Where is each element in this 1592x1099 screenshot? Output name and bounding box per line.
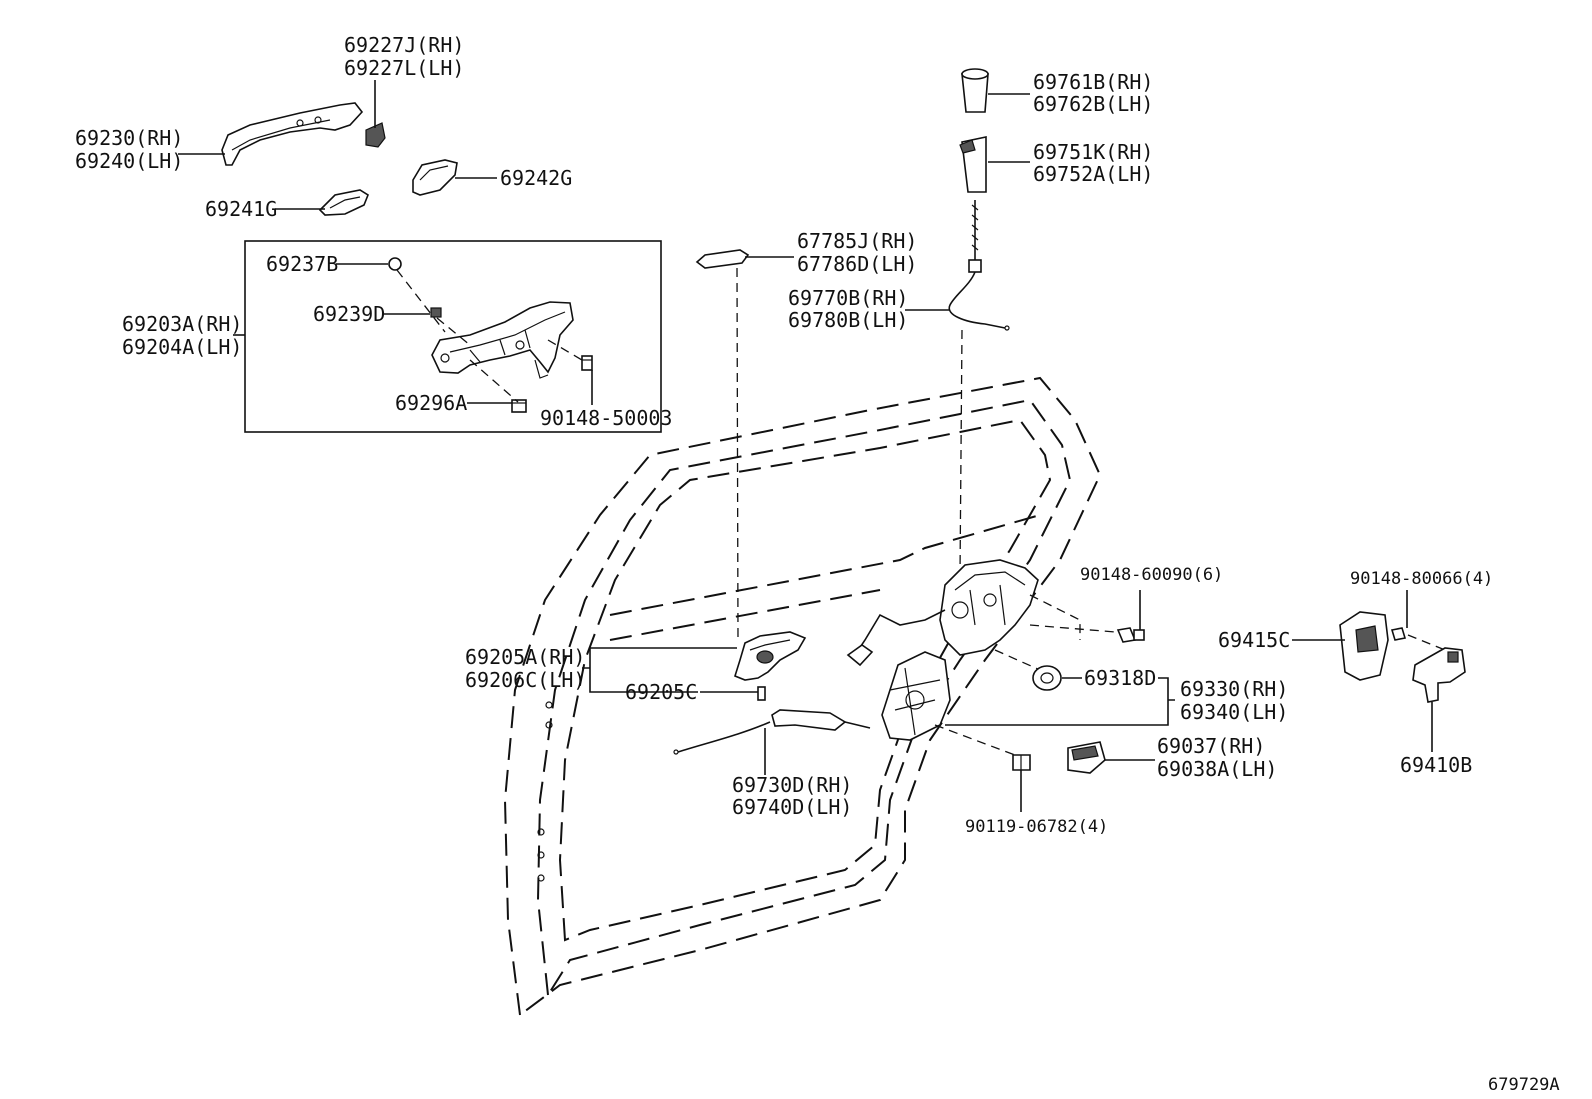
handle-frame (431, 301, 574, 379)
label-69227j: 69227J(RH) (344, 33, 464, 57)
screw-69296a (511, 399, 527, 413)
rod-cable (948, 271, 1010, 331)
door-lock-assembly (846, 559, 1039, 741)
label-67786d: 67786D(LH) (797, 252, 917, 276)
inside-handle (734, 631, 807, 681)
label-90148-50003: 90148-50003 (540, 406, 672, 430)
handle-cover-clip (365, 122, 386, 148)
lock-cover-69037 (1067, 741, 1106, 774)
label-69230: 69230(RH) (75, 126, 183, 150)
label-69203a: 69203A(RH) (122, 312, 242, 336)
label-69241g: 69241G (205, 197, 277, 221)
screw-90119-06782 (1012, 754, 1031, 771)
label-69205a: 69205A(RH) (465, 645, 585, 669)
striker-cover-69415c (1339, 611, 1389, 681)
label-69242g: 69242G (500, 166, 572, 190)
label-69205c: 69205C (625, 680, 697, 704)
striker-69410b (1412, 647, 1466, 703)
inside-handle-cover (695, 249, 750, 269)
handle-pad-front (318, 189, 369, 216)
rod (968, 200, 982, 273)
part-labels: 69227J(RH) 69227L(LH) 69230(RH) 69240(LH… (75, 33, 1560, 1095)
label-69762b: 69762B(LH) (1033, 92, 1153, 116)
handle-pad-rear (412, 159, 458, 196)
inside-cable (673, 709, 871, 755)
label-69410b: 69410B (1400, 753, 1472, 777)
bolt-90148-60090 (1116, 627, 1145, 643)
leader-lines (178, 80, 1433, 812)
label-69761b: 69761B(RH) (1033, 70, 1153, 94)
outside-handle (221, 102, 364, 166)
label-69752a: 69752A(LH) (1033, 162, 1153, 186)
label-69296a: 69296A (395, 391, 467, 415)
label-69340: 69340(LH) (1180, 700, 1288, 724)
handle-frame-box (244, 240, 662, 433)
label-90148-60090: 90148-60090(6) (1080, 565, 1223, 585)
cylinder-cap (961, 68, 989, 113)
label-69239d: 69239D (313, 302, 385, 326)
label-69240: 69240(LH) (75, 149, 183, 173)
label-69740d: 69740D(LH) (732, 795, 852, 819)
label-69415c: 69415C (1218, 628, 1290, 652)
label-69037: 69037(RH) (1157, 734, 1265, 758)
handle-pin (757, 686, 766, 701)
label-69751k: 69751K(RH) (1033, 140, 1153, 164)
screw-90148-80066 (1390, 627, 1407, 641)
diagram-id: 679729A (1488, 1075, 1560, 1095)
label-69780b: 69780B(LH) (788, 308, 908, 332)
label-90119-06782: 90119-06782(4) (965, 817, 1108, 837)
screw-69239d (430, 307, 442, 318)
label-69038a: 69038A(LH) (1157, 757, 1277, 781)
label-90148-80066: 90148-80066(4) (1350, 569, 1493, 589)
label-69237b: 69237B (266, 252, 338, 276)
label-69330: 69330(RH) (1180, 677, 1288, 701)
grommet-69237b (388, 257, 402, 271)
label-69770b: 69770B(RH) (788, 286, 908, 310)
label-67785j: 67785J(RH) (797, 229, 917, 253)
label-69730d: 69730D(RH) (732, 773, 852, 797)
rod-dash (959, 329, 963, 576)
door-outline (503, 376, 1102, 1017)
cylinder-body (959, 136, 987, 193)
label-69204a: 69204A(LH) (122, 335, 242, 359)
label-69318d: 69318D (1084, 666, 1156, 690)
label-69227l: 69227L(LH) (344, 56, 464, 80)
washer-69318d (1032, 665, 1062, 691)
screw-90148-50003 (581, 355, 593, 371)
label-69206c: 69206C(LH) (465, 668, 585, 692)
